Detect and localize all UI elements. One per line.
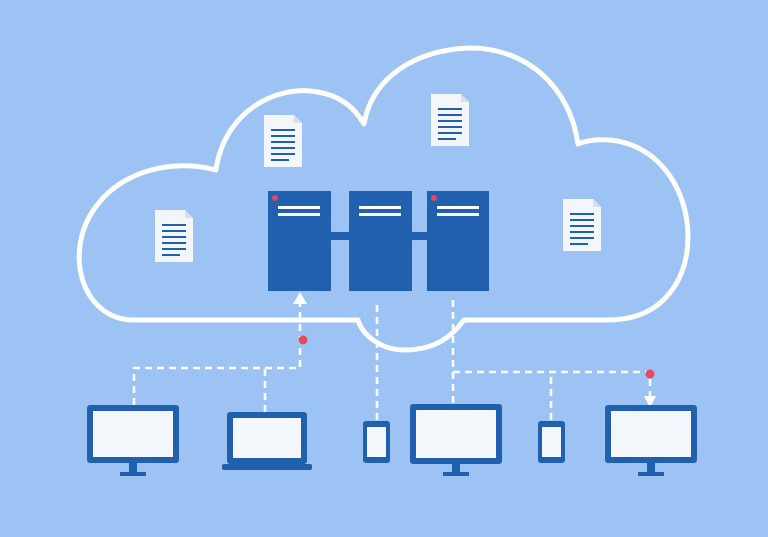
server-status-light — [431, 195, 437, 201]
server-left — [268, 191, 331, 291]
server-link-left — [330, 232, 350, 240]
server-link-right — [410, 232, 428, 240]
arrow-up-icon — [293, 292, 307, 304]
server-middle — [349, 191, 412, 291]
smartphone-2-icon — [538, 421, 565, 463]
laptop-icon — [222, 412, 312, 470]
signal-dot — [645, 369, 655, 379]
desktop-monitor-1-icon — [87, 405, 179, 476]
signal-dot — [298, 335, 308, 345]
document-top-icon — [431, 94, 469, 146]
desktop-monitor-2-icon — [410, 404, 502, 476]
server-status-light — [272, 195, 278, 201]
smartphone-1-icon — [363, 421, 390, 463]
connector-monitor1-to-server — [132, 302, 302, 405]
document-left-icon — [155, 210, 193, 262]
desktop-monitor-3-icon — [605, 405, 697, 476]
arrow-down-icon — [644, 396, 656, 408]
server-right — [427, 191, 489, 291]
cloud-outline — [76, 45, 691, 353]
document-upper-left-icon — [264, 115, 302, 167]
document-right-icon — [563, 199, 601, 251]
